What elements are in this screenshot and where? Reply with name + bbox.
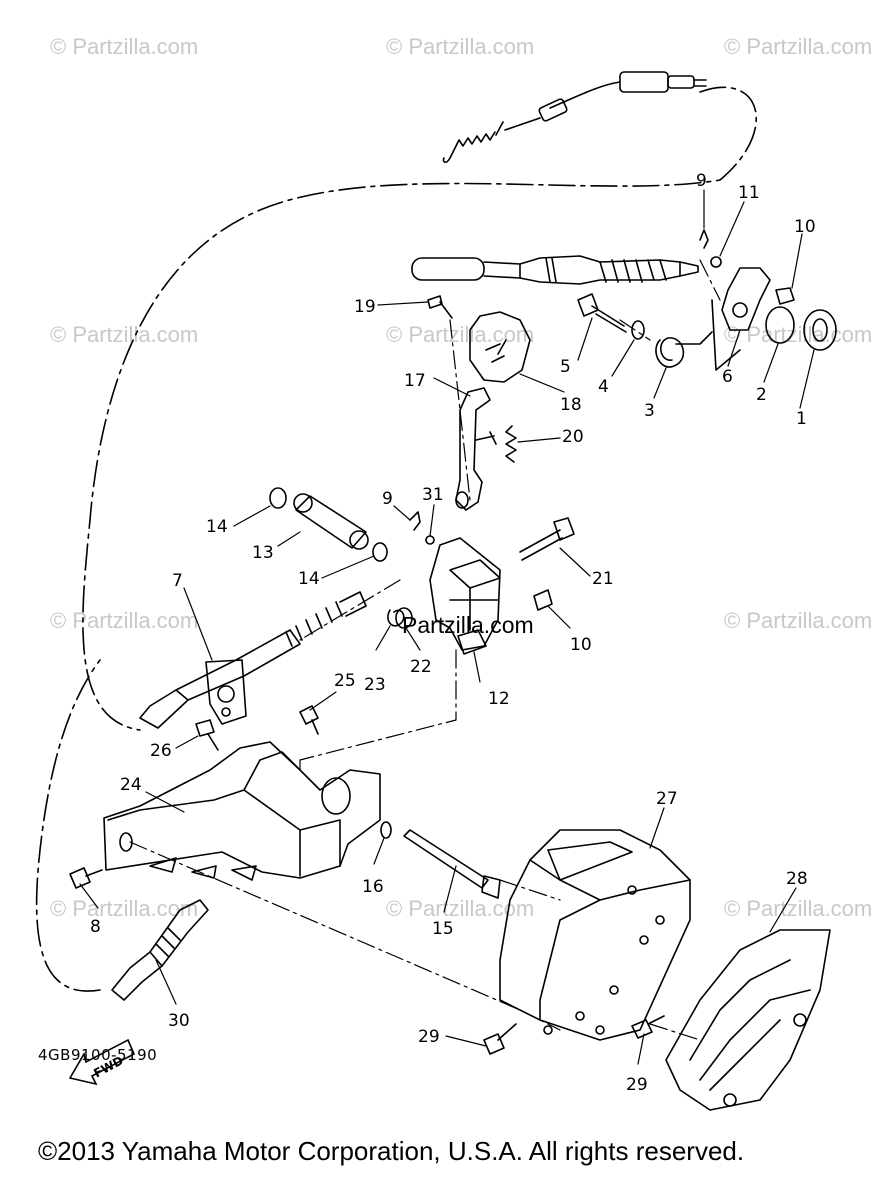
- part-21-bolt: [519, 517, 575, 561]
- callout: 9: [382, 489, 393, 509]
- callout: 12: [488, 689, 510, 709]
- watermark-bottom-left: © Partzilla.com: [50, 896, 199, 921]
- part-25-bolt: [299, 705, 319, 735]
- parts-diagram: FWD 9 11 10 19 5 4 3 6 2 1 18 17 20 9 31…: [35, 71, 837, 1111]
- callout: 9: [696, 171, 707, 191]
- part-27-cover: [499, 829, 691, 1041]
- callout-labels: 9 11 10 19 5 4 3 6 2 1 18 17 20 9 31 14 …: [90, 171, 816, 1095]
- part-9-clip-top: [699, 229, 709, 249]
- callout: 14: [206, 517, 228, 537]
- callout: 10: [570, 635, 592, 655]
- watermark-top-center: © Partzilla.com: [386, 34, 535, 59]
- part-28-cover: [665, 929, 831, 1111]
- part-9-clip-mid: [409, 511, 421, 531]
- part-22-ring: [395, 607, 413, 629]
- shift-bracket: [429, 537, 501, 651]
- part-8-bolt: [69, 867, 103, 889]
- part-7-cable: [139, 591, 367, 729]
- callout: 15: [432, 919, 454, 939]
- part-19-screw: [427, 295, 453, 319]
- callout: 24: [120, 775, 142, 795]
- part-18-knob: [469, 311, 531, 383]
- callout: 11: [738, 183, 760, 203]
- part-4-washer: [631, 320, 645, 340]
- callout: 10: [794, 217, 816, 237]
- diagram-code: 4GB9100-5190: [38, 1046, 158, 1064]
- part-3-spring: [655, 331, 713, 368]
- callout: 3: [644, 401, 655, 421]
- callout: 21: [592, 569, 614, 589]
- part-30-cable: [111, 951, 163, 1001]
- part-12-arm: [457, 629, 487, 655]
- callout: 18: [560, 395, 582, 415]
- part-29-bolt-left: [483, 1023, 517, 1055]
- callout: 23: [364, 675, 386, 695]
- callout: 6: [722, 367, 733, 387]
- callout: 25: [334, 671, 356, 691]
- watermark-low-right: © Partzilla.com: [724, 608, 872, 633]
- part-16-washer: [380, 821, 392, 839]
- part-31-washer: [425, 535, 435, 545]
- callout: 14: [298, 569, 320, 589]
- callout: 4: [598, 377, 609, 397]
- throttle-cable-route: [35, 86, 757, 992]
- callout: 27: [656, 789, 678, 809]
- part-24-bracket: [103, 741, 381, 879]
- callout: 19: [354, 297, 376, 317]
- alignment-lines: [129, 259, 721, 1041]
- watermark-center: Partzilla.com: [402, 612, 534, 638]
- watermark-mid-left: © Partzilla.com: [50, 322, 199, 347]
- callout: 29: [626, 1075, 648, 1095]
- part-15-bolt: [403, 829, 501, 899]
- part-11-washer: [710, 256, 722, 268]
- watermark-low-left: © Partzilla.com: [50, 608, 199, 633]
- part-1-cap: [803, 309, 837, 351]
- part-6-lever: [721, 267, 771, 331]
- watermark-mid-right: © Partzilla.com: [724, 322, 872, 347]
- callout: 26: [150, 741, 172, 761]
- callout: 28: [786, 869, 808, 889]
- part-29-bolt-right: [631, 1015, 665, 1039]
- callout: 5: [560, 357, 571, 377]
- part-23-clip: [387, 609, 405, 627]
- callout: 30: [168, 1011, 190, 1031]
- callout: 31: [422, 485, 444, 505]
- part-10-pin: [775, 287, 795, 305]
- callout: 1: [796, 409, 807, 429]
- upper-cable: [442, 71, 707, 163]
- callout: 16: [362, 877, 384, 897]
- part-10-pin-mid: [533, 589, 553, 611]
- callout: 7: [172, 571, 183, 591]
- clutch-cable: [411, 255, 699, 285]
- callout: 13: [252, 543, 274, 563]
- part-26-bolt: [195, 719, 219, 751]
- part-13-pin: [295, 495, 367, 549]
- callout: 8: [90, 917, 101, 937]
- part-20-spring: [505, 425, 517, 463]
- watermark-top-left: © Partzilla.com: [50, 34, 199, 59]
- part-5-bolt: [577, 293, 627, 333]
- watermark-mid-center: © Partzilla.com: [386, 322, 535, 347]
- callout: 22: [410, 657, 432, 677]
- watermark-bottom-right: © Partzilla.com: [724, 896, 872, 921]
- part-14-washer-bottom: [372, 542, 388, 562]
- callout: 17: [404, 371, 426, 391]
- leader-lines: [79, 189, 815, 1065]
- part-14-washer-top: [269, 487, 287, 509]
- callout: 2: [756, 385, 767, 405]
- callout: 20: [562, 427, 584, 447]
- copyright-notice: ©2013 Yamaha Motor Corporation, U.S.A. A…: [38, 1136, 745, 1166]
- watermark-top-right: © Partzilla.com: [724, 34, 872, 59]
- part-2-collar: [765, 306, 795, 344]
- callout: 29: [418, 1027, 440, 1047]
- part-17-lever: [455, 387, 491, 511]
